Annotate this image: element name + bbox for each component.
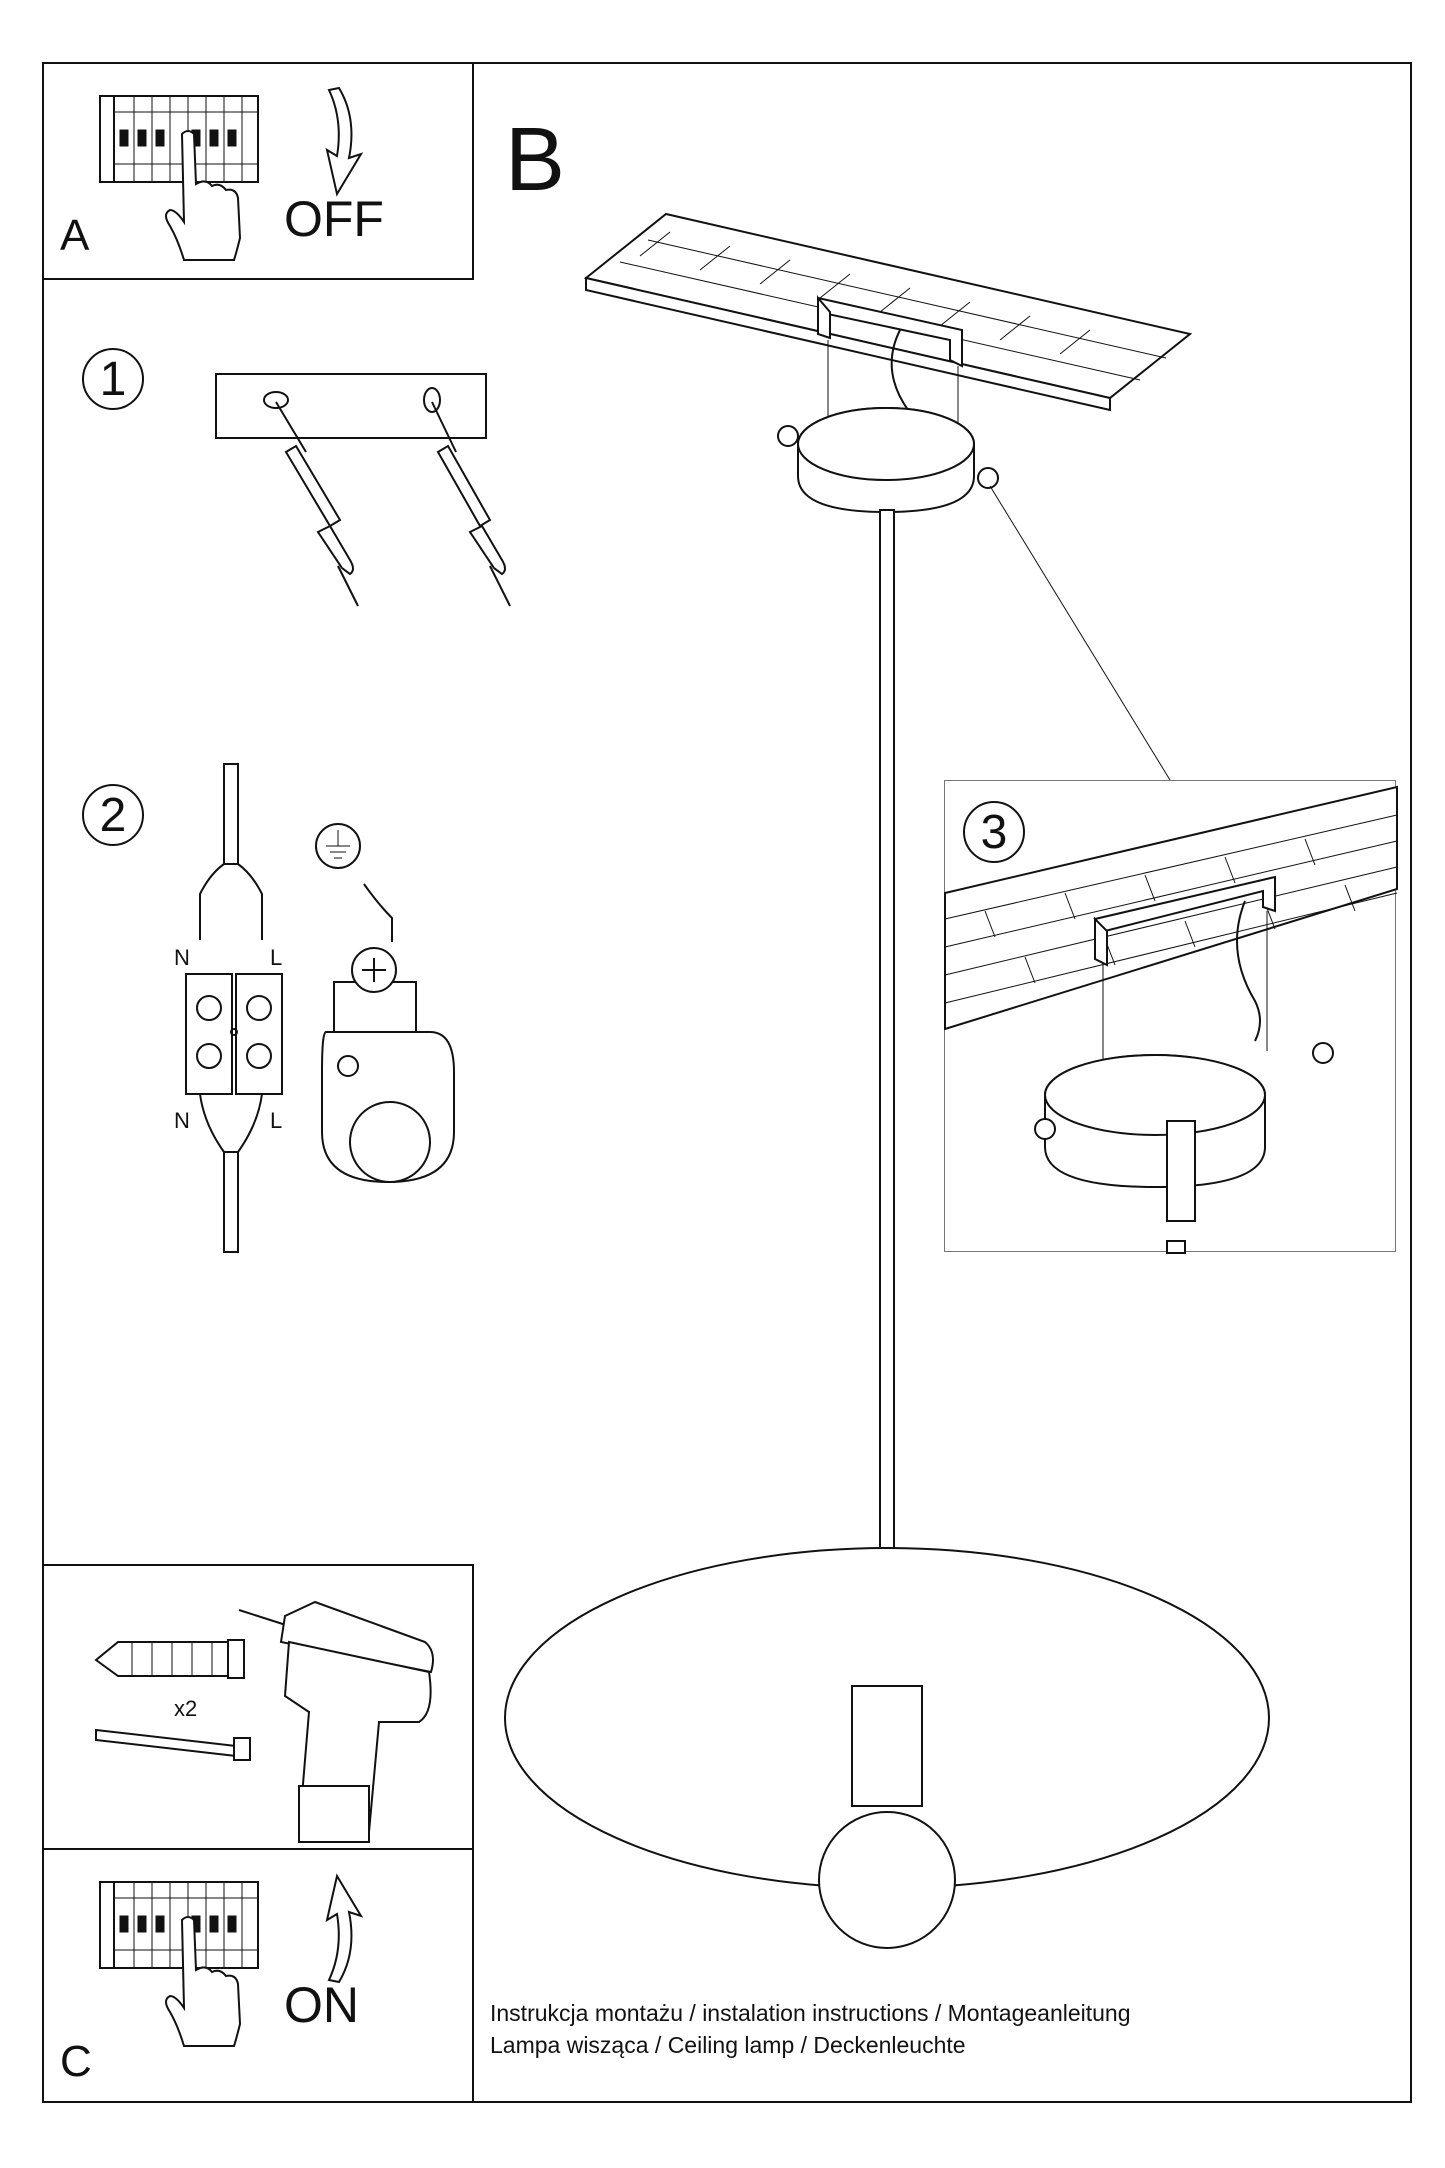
panel-a-label: A bbox=[60, 211, 90, 260]
circuit-breaker-icon bbox=[99, 1881, 259, 2047]
terminal-block-illustration bbox=[185, 763, 455, 1253]
screw-icon bbox=[95, 1728, 251, 1761]
live-label-top: L bbox=[270, 945, 283, 970]
footer-line-2: Lampa wisząca / Ceiling lamp / Deckenleu… bbox=[490, 2032, 966, 2058]
panel-c-label: C bbox=[60, 2037, 92, 2086]
bulb-icon bbox=[818, 1811, 956, 1949]
off-label: OFF bbox=[284, 191, 384, 247]
live-label-bottom: L bbox=[270, 1108, 283, 1133]
instruction-sheet-frame bbox=[42, 62, 1412, 2103]
arrow-icon bbox=[325, 1873, 364, 1984]
step-3-marker: 3 bbox=[963, 801, 1025, 863]
drill-icon bbox=[238, 1600, 434, 1843]
detail-3-panel: 3 bbox=[944, 780, 1398, 1254]
step-2-marker: 2 bbox=[82, 784, 144, 846]
panel-c: C ON bbox=[42, 1848, 474, 2103]
hand-icon bbox=[165, 130, 242, 261]
tools-panel: x2 bbox=[42, 1564, 474, 1850]
arrow-icon bbox=[325, 86, 364, 197]
wall-plug-icon bbox=[94, 1639, 245, 1679]
panel-a: A OFF bbox=[42, 62, 474, 280]
circuit-breaker-icon bbox=[99, 95, 259, 261]
canopy-detail-illustration bbox=[944, 785, 1398, 1254]
on-label: ON bbox=[284, 1977, 359, 2033]
footer-line-1: Instrukcja montażu / instalation instruc… bbox=[490, 2000, 1131, 2026]
neutral-label-top: N bbox=[174, 945, 190, 970]
hand-icon bbox=[165, 1916, 242, 2047]
quantity-label: x2 bbox=[174, 1696, 198, 1721]
mounting-bracket-illustration bbox=[215, 373, 511, 607]
step-1-marker: 1 bbox=[82, 348, 144, 410]
neutral-label-bottom: N bbox=[174, 1108, 190, 1133]
panel-b-label: B bbox=[505, 110, 566, 210]
screw-icon bbox=[275, 401, 511, 607]
